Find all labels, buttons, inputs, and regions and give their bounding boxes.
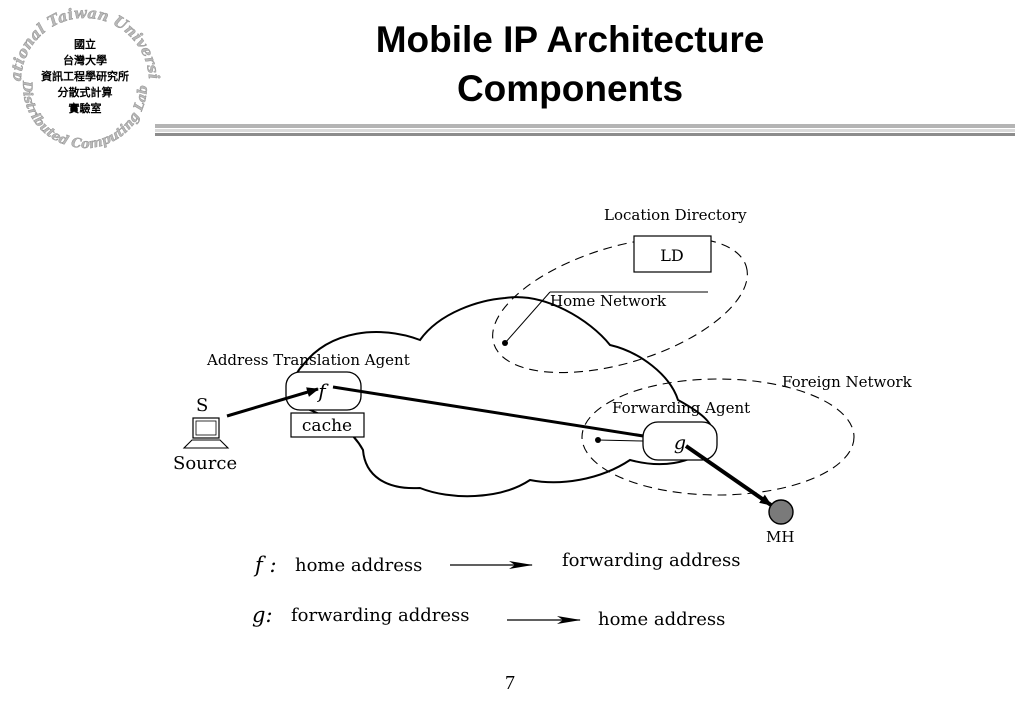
foreign-network-dot — [595, 437, 601, 443]
ld-box — [633, 235, 712, 273]
location-directory-label: Location Directory — [604, 206, 747, 224]
page-title-line-2: Components — [456, 68, 684, 109]
legend-g-from: forwarding address — [291, 605, 469, 626]
svg-text:國立: 國立 — [74, 37, 96, 51]
legend-f-symbol: f : — [253, 553, 277, 577]
forwarding-agent-label: Forwarding Agent — [612, 399, 750, 417]
page-number: 7 — [505, 672, 515, 694]
arrow-f-to-g — [332, 385, 657, 442]
foreign-network-pointer — [597, 439, 644, 442]
home-network-label: Home Network — [550, 292, 667, 310]
page-title-line-1: Mobile IP Architecture — [375, 19, 765, 60]
mh-label: MH — [766, 528, 794, 546]
mobile-host-node — [768, 499, 794, 525]
legend-g-symbol: g: — [252, 603, 273, 627]
arrow-source-to-f — [226, 387, 319, 418]
svg-text:分散式計算: 分散式計算 — [58, 85, 113, 99]
legend-f-from: home address — [295, 555, 422, 576]
legend-f-to: forwarding address — [562, 550, 740, 571]
arrow-g-to-mh — [684, 444, 773, 507]
svg-text:台灣大學: 台灣大學 — [63, 53, 107, 67]
address-translation-agent-label: Address Translation Agent — [206, 351, 410, 369]
header-rule — [155, 124, 1015, 136]
source-label: Source — [173, 453, 237, 474]
foreign-network-ellipse — [581, 378, 855, 496]
location-directory-ellipse — [492, 236, 748, 374]
foreign-network-label: Foreign Network — [782, 373, 913, 391]
computer-icon — [182, 417, 230, 449]
svg-text:資訊工程學研究所: 資訊工程學研究所 — [41, 69, 129, 83]
ld-label: LD — [660, 246, 683, 265]
legend-g-to: home address — [598, 609, 725, 630]
cache-label: cache — [302, 416, 352, 436]
g-agent-symbol: g — [674, 432, 686, 454]
home-network-dot — [502, 340, 508, 346]
cache-box — [290, 412, 365, 438]
source-s-label: S — [196, 395, 208, 416]
university-logo: National Taiwan University Distributed C… — [5, 2, 163, 152]
home-network-pointer — [504, 291, 551, 344]
svg-text:實驗室: 實驗室 — [69, 101, 102, 115]
